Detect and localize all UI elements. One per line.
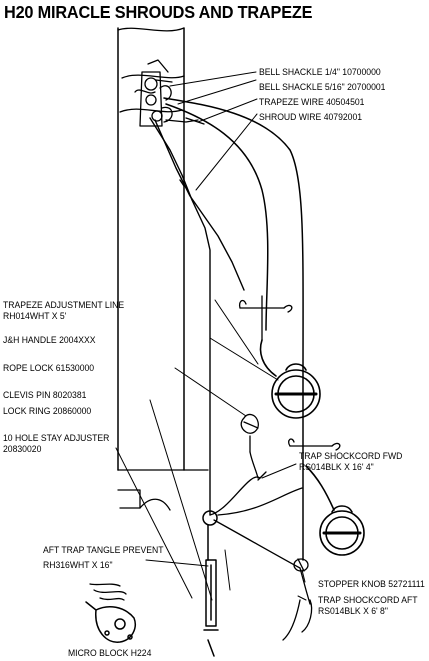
- trapeze-wire: [149, 117, 245, 516]
- label-stay-adjuster: 10 HOLE STAY ADJUSTER 20830020: [3, 432, 110, 454]
- label-stopper-knob: STOPPER KNOB 52721111: [318, 578, 425, 589]
- label-lock-ring: LOCK RING 20860000: [3, 405, 92, 416]
- leader-lines: [115, 71, 307, 601]
- tangle-prevent-line: [89, 583, 127, 601]
- label-trap-shockcord-fwd: TRAP SHOCKCORD FWD RS014BLK X 16' 4": [299, 450, 403, 472]
- trapeze-handle-ring: [259, 339, 321, 419]
- diagram-title: H20 MIRACLE SHROUDS AND TRAPEZE: [4, 2, 313, 22]
- trapeze-handle-ring-lower: [305, 465, 365, 556]
- label-rope-lock: ROPE LOCK 61530000: [3, 362, 95, 373]
- shroud-wire: [163, 97, 304, 561]
- label-aft-trap-tangle-prevent: AFT TRAP TANGLE PREVENT RH316WHT X 16": [43, 544, 164, 570]
- mast-tang: [134, 59, 173, 127]
- shockcord: [209, 476, 313, 641]
- label-trapeze-adjustment-line: TRAPEZE ADJUSTMENT LINE RH014WHT X 5': [3, 299, 125, 321]
- micro-block: [85, 601, 136, 643]
- trapeze-hook-upper: [238, 295, 293, 341]
- label-jh-handle: J&H HANDLE 2004XXX: [3, 334, 96, 345]
- stay-adjuster: [202, 510, 219, 657]
- deck-outline: [117, 469, 209, 511]
- label-micro-block: MICRO BLOCK H224: [68, 647, 152, 658]
- trapeze-hook-lower: [249, 438, 341, 481]
- label-shroud-wire: SHROUD WIRE 40792001: [259, 111, 363, 122]
- label-bell-shackle-5-16: BELL SHACKLE 5/16" 20700001: [259, 81, 386, 92]
- label-trapeze-wire: TRAPEZE WIRE 40504501: [259, 96, 365, 107]
- label-clevis-pin: CLEVIS PIN 8020381: [3, 389, 87, 400]
- rope-lock: [240, 413, 259, 453]
- label-trap-shockcord-aft: TRAP SHOCKCORD AFT RS014BLK X 6' 8": [318, 594, 418, 616]
- stopper-knob: [293, 558, 309, 572]
- label-bell-shackle-1-4: BELL SHACKLE 1/4" 10700000: [259, 66, 381, 77]
